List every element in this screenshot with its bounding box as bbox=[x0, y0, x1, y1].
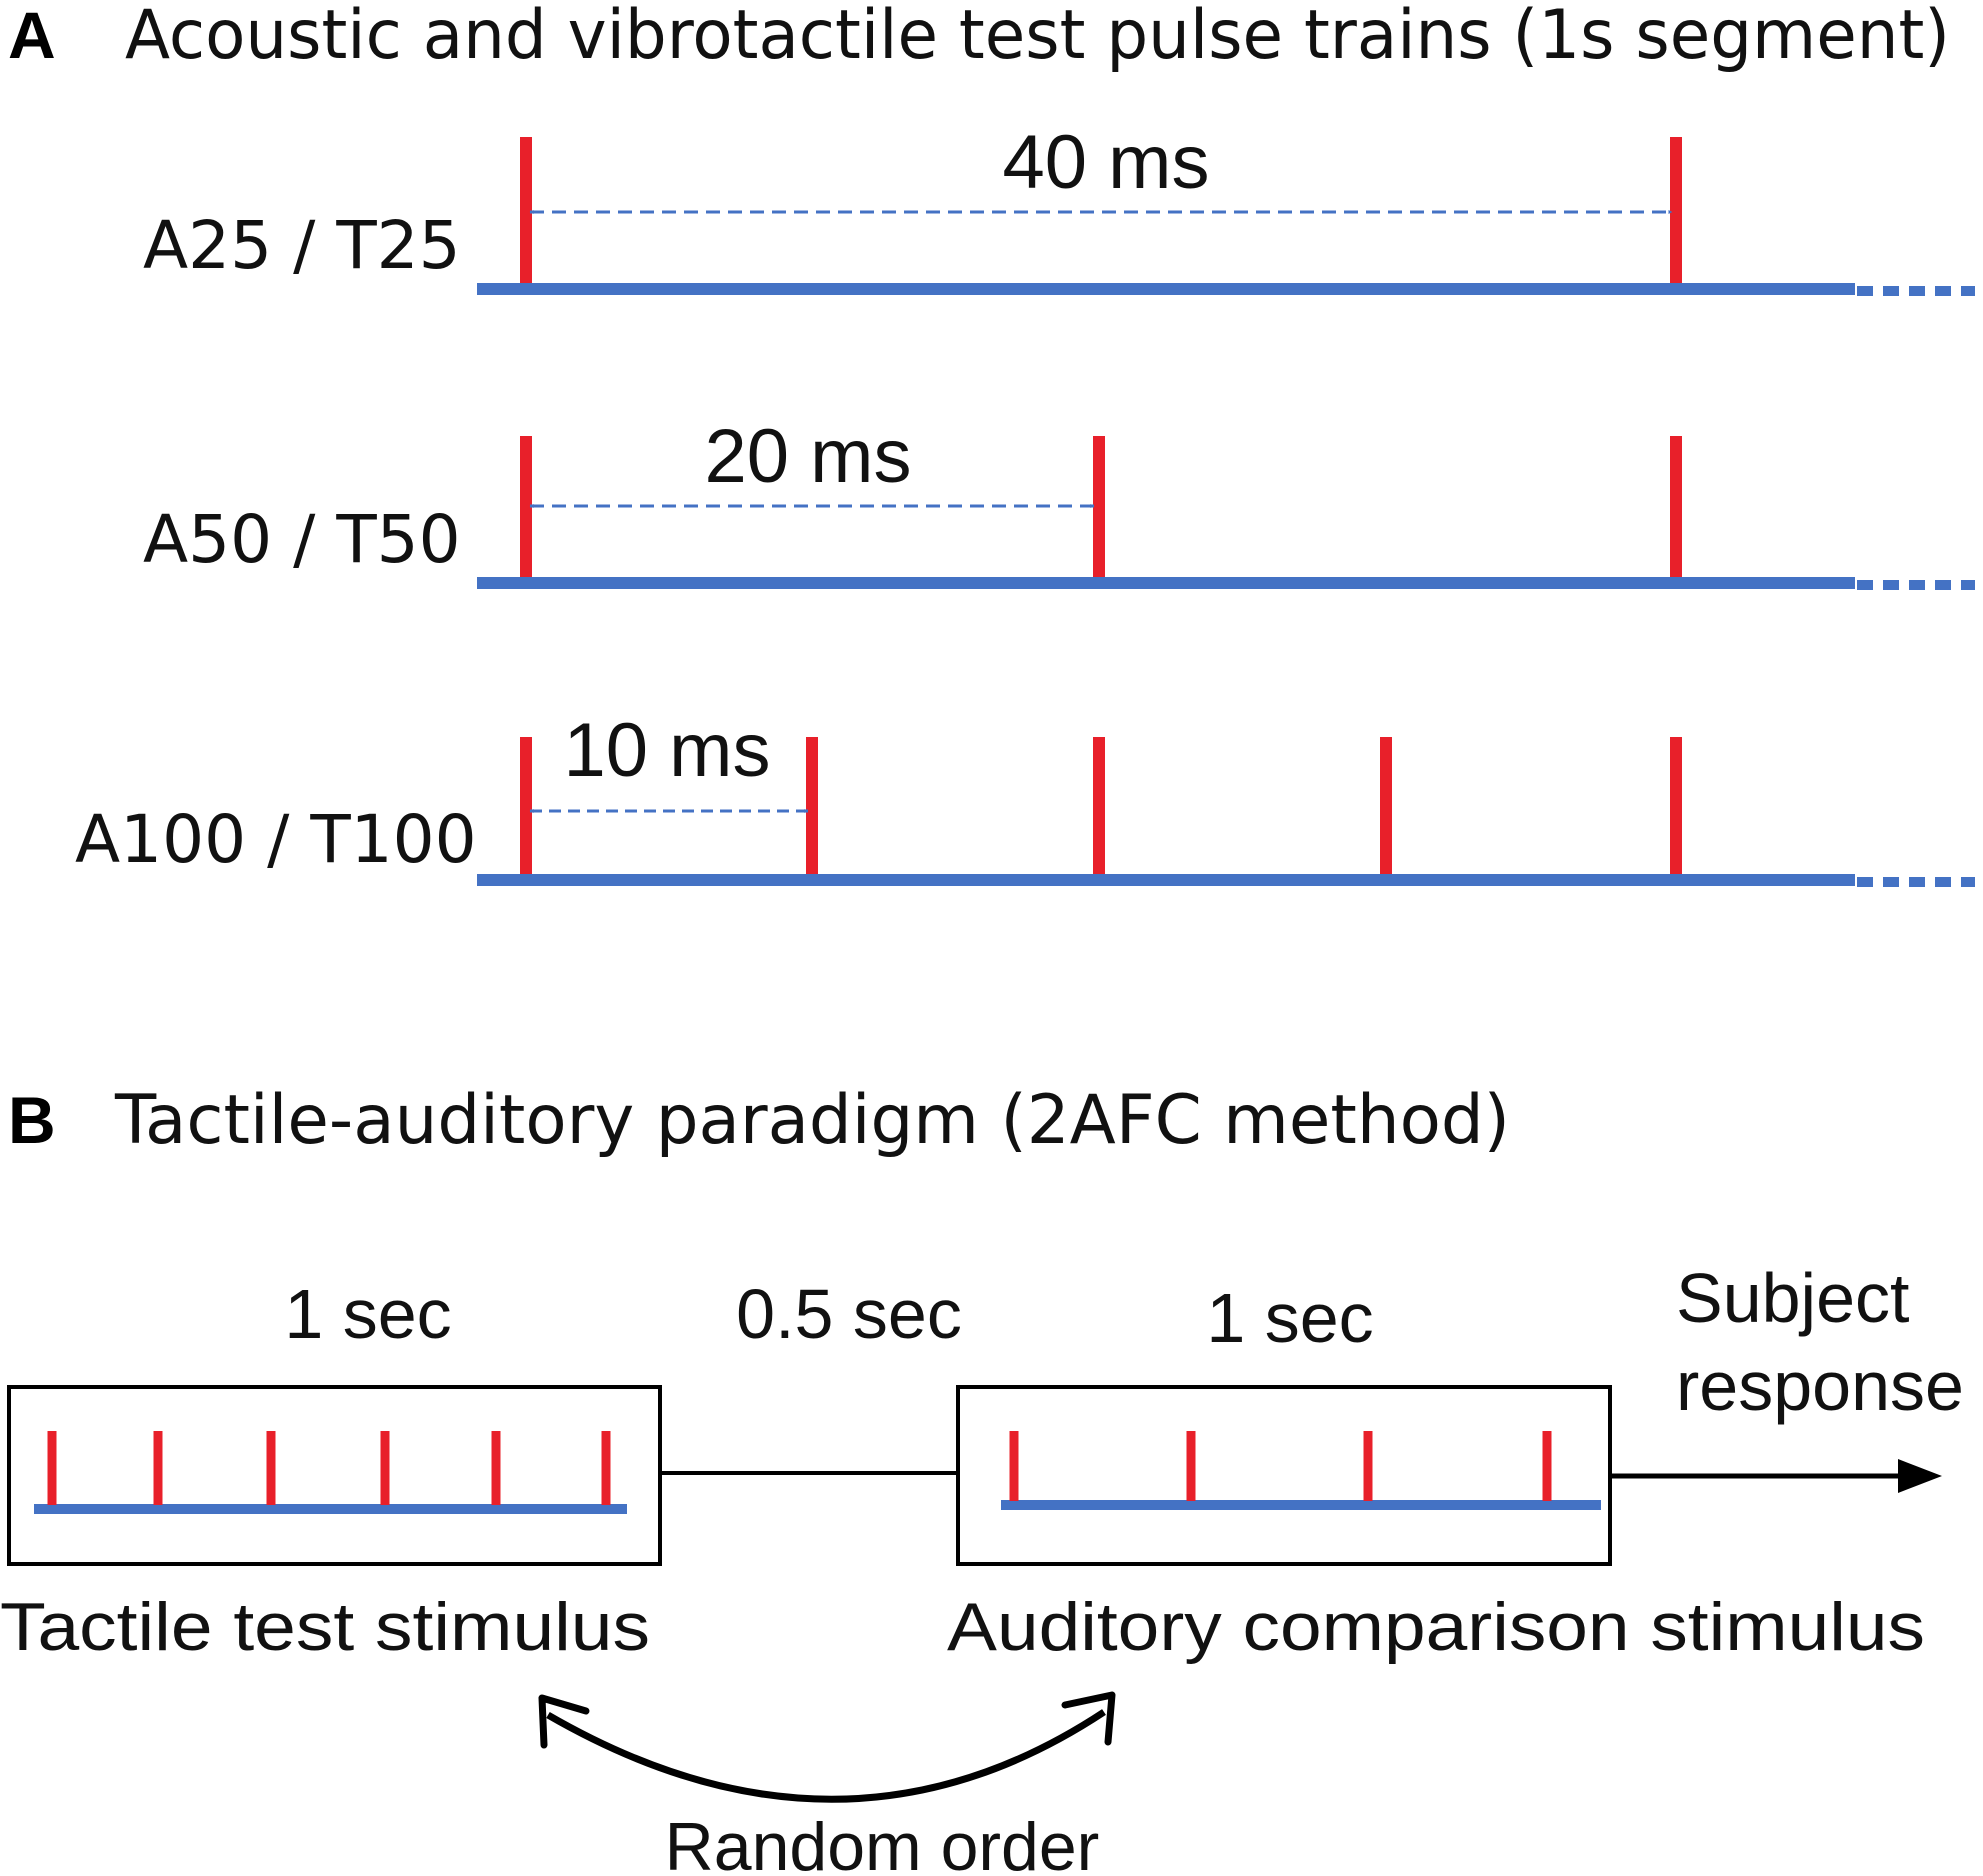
comparison-stimulus-caption: Auditory comparison stimulus bbox=[947, 1589, 1925, 1665]
row-1-label: A25 / T25 bbox=[143, 207, 461, 284]
response-label-line-2: response bbox=[1676, 1347, 1964, 1425]
pulse-train-row-1: A25 / T25 40 ms bbox=[143, 120, 1975, 296]
auditory-comparison-stimulus-box bbox=[956, 1385, 1612, 1566]
row-3-interval-label: 10 ms bbox=[564, 708, 771, 793]
response-arrow bbox=[1610, 1459, 1942, 1493]
row-3-label: A100 / T100 bbox=[75, 801, 477, 878]
row-1-interval-label: 40 ms bbox=[1003, 120, 1210, 205]
panel-b-title: Tactile-auditory paradigm (2AFC method) bbox=[114, 1081, 1510, 1160]
test-stimulus-caption: Tactile test stimulus bbox=[0, 1589, 650, 1665]
row-2-label: A50 / T50 bbox=[143, 501, 461, 578]
test-duration-label: 1 sec bbox=[284, 1275, 451, 1353]
pulse-train-row-3: A100 / T100 10 ms bbox=[75, 708, 1975, 887]
tactile-test-stimulus-box bbox=[7, 1385, 662, 1566]
comparison-duration-label: 1 sec bbox=[1206, 1279, 1373, 1357]
panel-b-letter: B bbox=[8, 1083, 56, 1157]
random-order-swap-arrow bbox=[538, 1691, 1116, 1803]
random-order-label: Random order bbox=[665, 1809, 1100, 1876]
panel-a-letter: A bbox=[8, 0, 56, 72]
row-2-interval-label: 20 ms bbox=[705, 414, 912, 499]
panel-a-title: Acoustic and vibrotactile test pulse tra… bbox=[125, 0, 1950, 75]
response-label-line-1: Subject bbox=[1676, 1259, 1909, 1337]
pulse-train-row-2: A50 / T50 20 ms bbox=[143, 414, 1975, 590]
gap-duration-label: 0.5 sec bbox=[736, 1275, 962, 1353]
